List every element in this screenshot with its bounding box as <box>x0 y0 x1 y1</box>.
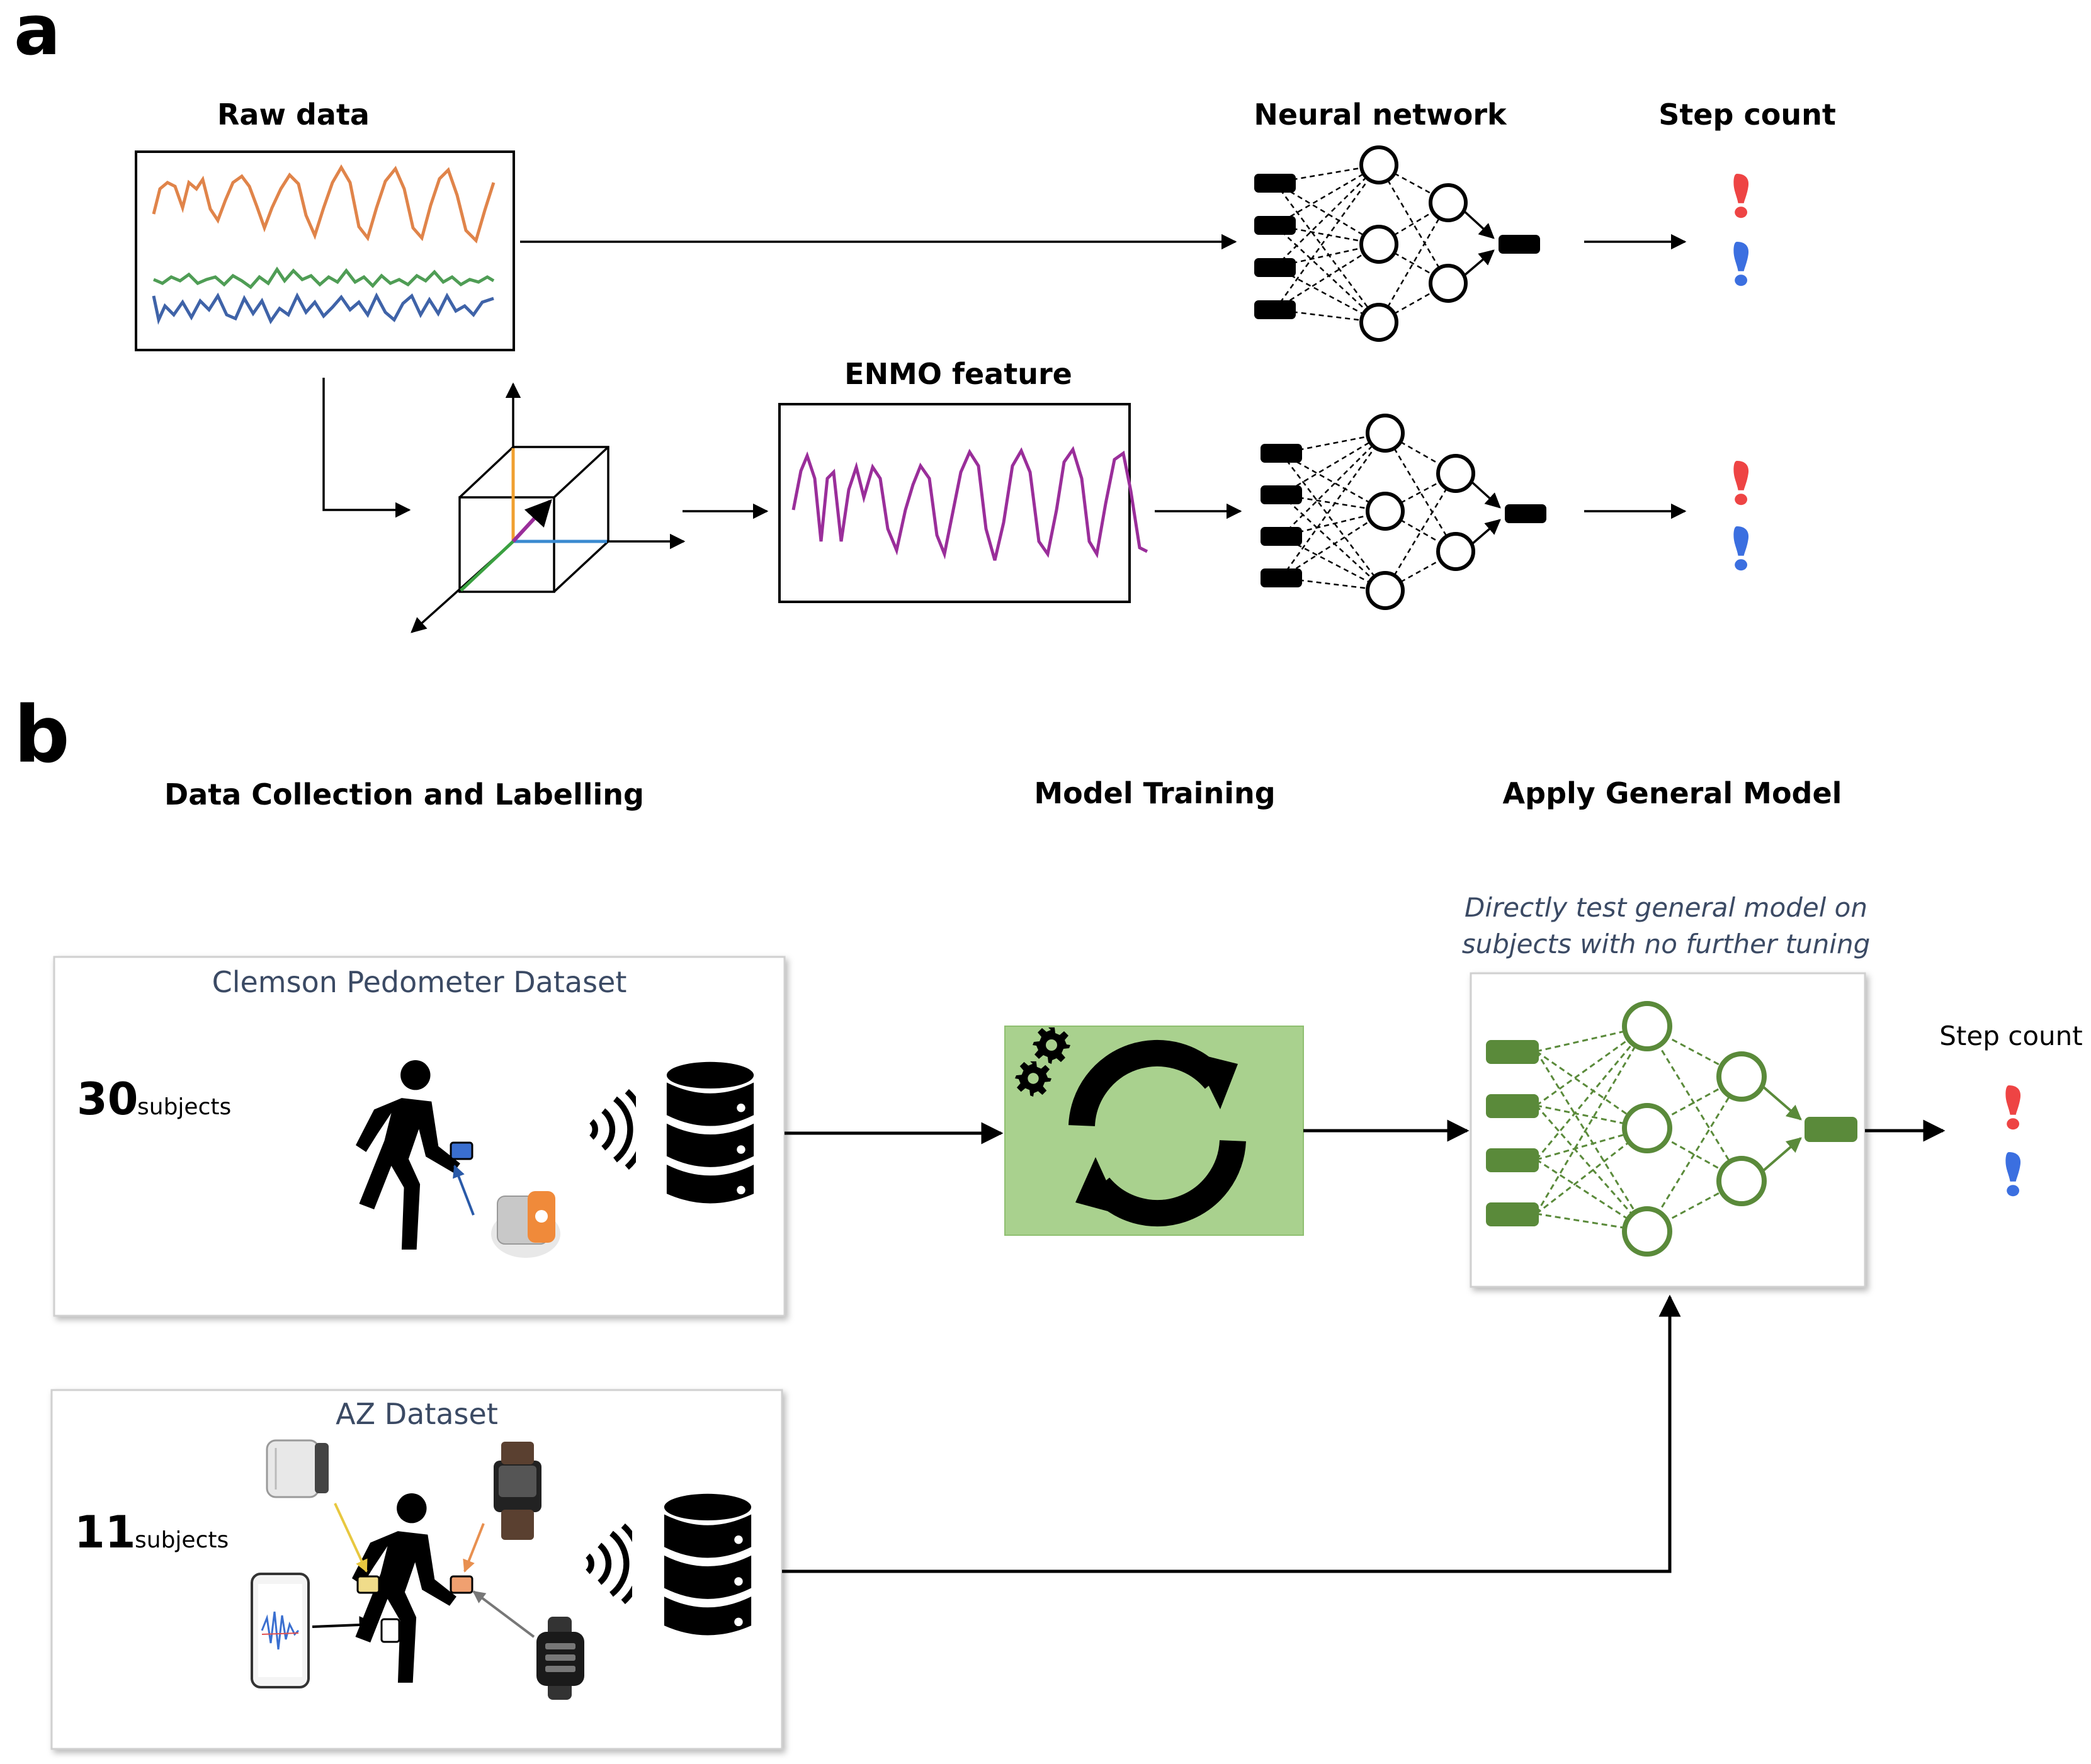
raw-signal-blue <box>152 292 494 325</box>
enmo-title: ENMO feature <box>844 357 1072 391</box>
clemson-dataset-box: Clemson Pedometer Dataset 30 subjects <box>53 956 786 1317</box>
apply-note-line2: subjects with no further tuning <box>1462 929 1870 959</box>
footprints-b <box>2005 1085 2021 1197</box>
col-title-training: Model Training <box>1034 776 1275 810</box>
refresh-icon <box>1068 1039 1246 1227</box>
enmo-plot <box>778 403 1148 603</box>
raw-data-title: Raw data <box>217 98 370 132</box>
step-count-title-a: Step count <box>1658 98 1836 132</box>
enmo-signal <box>791 446 1148 561</box>
neural-network-1 <box>1254 145 1540 342</box>
col-title-apply: Apply General Model <box>1503 776 1842 810</box>
general-model-box <box>1470 972 1866 1288</box>
model-training-box <box>1004 1026 1304 1236</box>
panel-b-letter: b <box>14 690 70 781</box>
smartwatch-icon <box>494 1442 541 1540</box>
hip-sensor-icon <box>266 1439 329 1498</box>
clemson-count: 30 <box>77 1073 138 1125</box>
neural-network-2 <box>1261 414 1546 610</box>
az-dataset-box: AZ Dataset 11 subjects <box>50 1389 783 1750</box>
enmo-cube <box>411 382 686 633</box>
arrow-az-to-model <box>782 1294 1681 1573</box>
nn-title: Neural network <box>1254 98 1507 132</box>
raw-signal-orange <box>152 164 496 244</box>
arrow-raw-to-cube <box>322 378 411 518</box>
az-count: 11 <box>74 1507 135 1558</box>
footprints-a1 <box>1733 174 1749 286</box>
step-count-title-b: Step count <box>1939 1021 2082 1051</box>
apply-note-line1: Directly test general model on <box>1465 892 1867 923</box>
wrist-sensor-icon <box>491 1191 560 1258</box>
raw-data-plot <box>135 150 515 351</box>
az-title: AZ Dataset <box>336 1397 498 1431</box>
clemson-title: Clemson Pedometer Dataset <box>212 965 627 999</box>
smartphone-icon <box>251 1573 310 1688</box>
panel-a-letter: a <box>14 0 60 71</box>
footprints-a2 <box>1733 461 1749 571</box>
col-title-collection: Data Collection and Labelling <box>164 777 644 811</box>
clemson-unit: subjects <box>137 1094 231 1120</box>
raw-signal-green <box>153 266 495 290</box>
apple-watch-icon <box>536 1617 584 1700</box>
az-unit: subjects <box>135 1527 229 1553</box>
